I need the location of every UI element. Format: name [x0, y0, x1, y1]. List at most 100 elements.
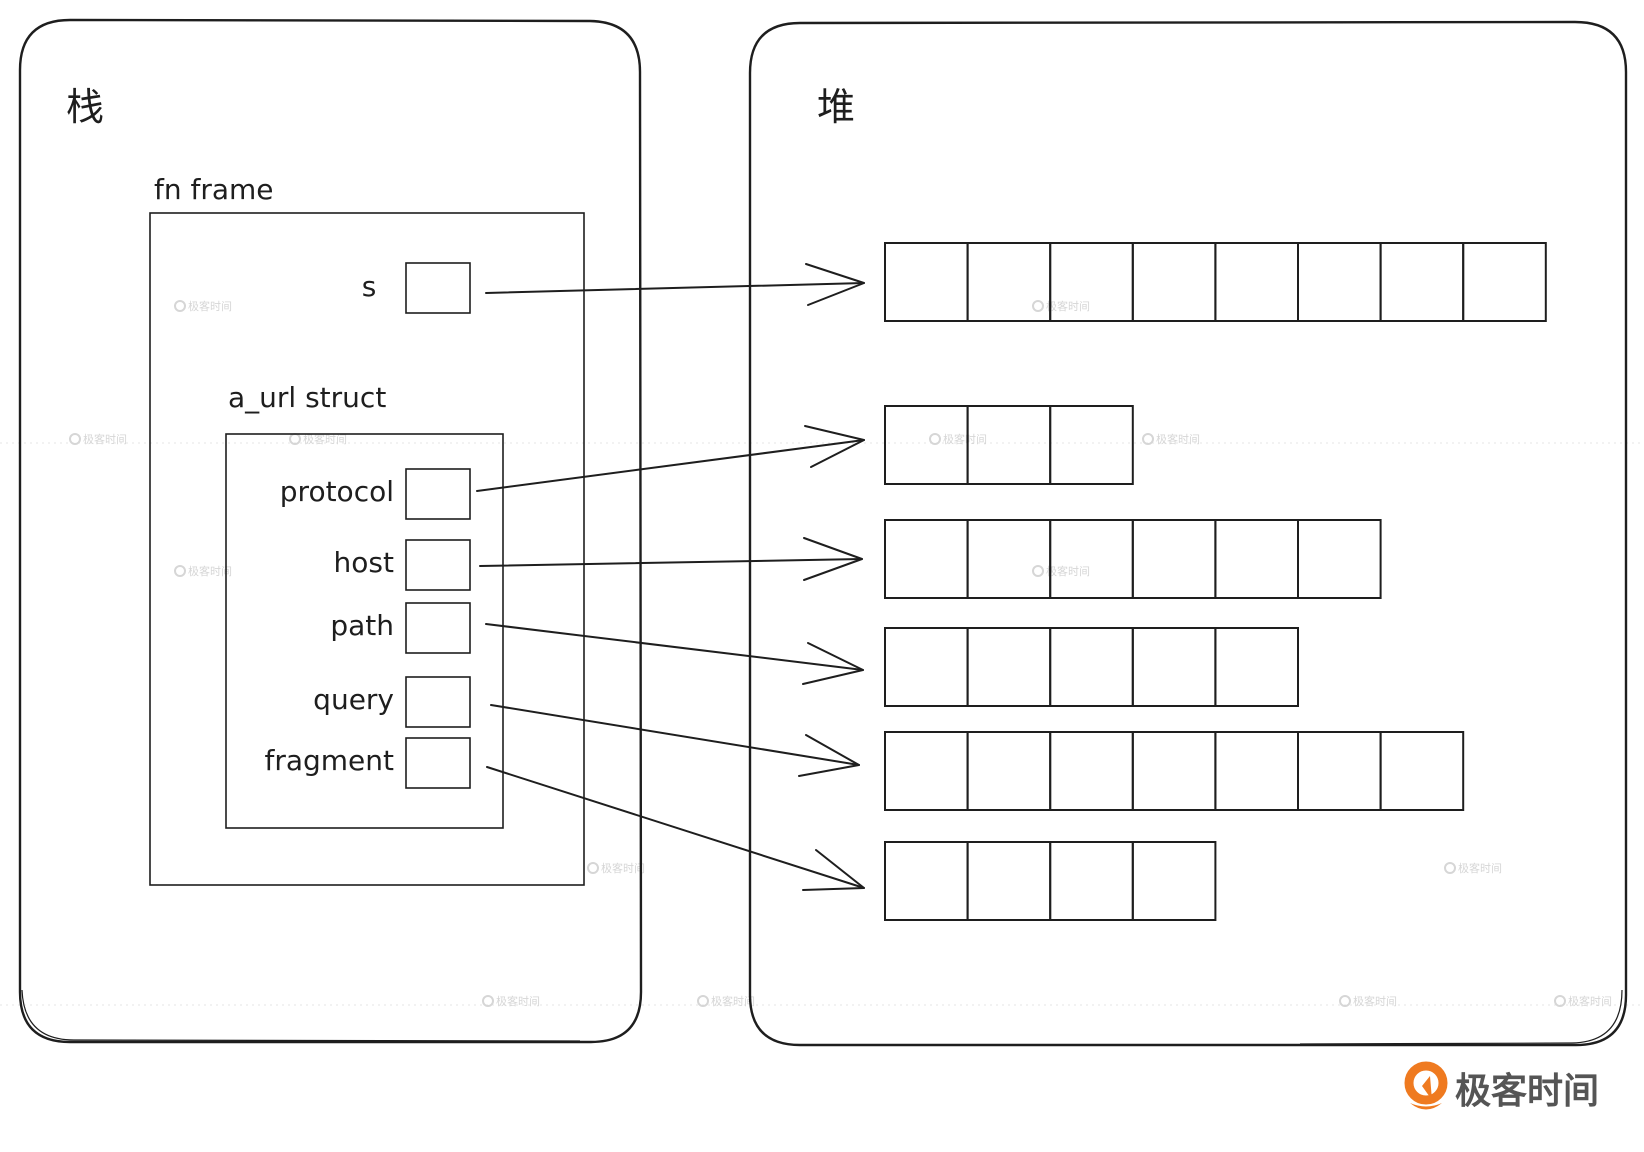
watermark: 极客时间	[69, 432, 127, 446]
watermark-text: 极客时间	[83, 432, 127, 446]
field-query-label: query	[313, 683, 394, 716]
watermark-text: 极客时间	[188, 564, 232, 578]
watermark-logo-icon	[1142, 433, 1154, 445]
watermark-logo-icon	[929, 433, 941, 445]
heap-border	[748, 20, 1628, 1047]
arrow-shaft	[479, 558, 863, 567]
heap-cell	[1462, 242, 1547, 322]
watermark: 极客时间	[929, 432, 987, 446]
watermark-logo-icon	[1032, 300, 1044, 312]
heap-cell	[966, 627, 1052, 707]
field-host-label: host	[334, 546, 394, 579]
a-url-struct-box	[225, 433, 504, 829]
heap-cell	[884, 519, 969, 599]
watermark-text: 极客时间	[1353, 994, 1397, 1008]
heap-cell	[1049, 405, 1134, 485]
heap-cell	[1297, 731, 1382, 811]
brand-logo-text: 极客时间	[1455, 1071, 1599, 1112]
field-path-slot	[405, 602, 471, 654]
heap-cell	[1131, 731, 1217, 811]
heap-cell	[1297, 519, 1382, 599]
pointer-arrow-host	[479, 537, 863, 581]
watermark: 极客时间	[482, 994, 540, 1008]
heap-cell	[1131, 519, 1217, 599]
watermark-logo-icon	[1554, 995, 1566, 1007]
heap-cell	[1049, 841, 1134, 921]
pointer-arrow-s	[485, 263, 865, 306]
heap-cell	[1214, 242, 1300, 322]
heap-buffer-query	[884, 731, 1465, 811]
field-query-slot	[405, 676, 471, 728]
watermark-logo-icon	[174, 300, 186, 312]
stack-border	[18, 18, 643, 1044]
field-host-slot	[405, 539, 471, 591]
watermark-layer: 极客时间极客时间极客时间极客时间极客时间极客时间极客时间极客时间极客时间极客时间…	[0, 299, 1644, 1008]
heap-cell	[884, 627, 969, 707]
arrow-head	[802, 642, 864, 685]
heap-cell	[1131, 242, 1217, 322]
fn-frame-label: fn frame	[154, 173, 274, 206]
arrow-head	[804, 425, 865, 468]
field-fragment-label: fragment	[264, 744, 394, 777]
watermark-logo-icon	[697, 995, 709, 1007]
watermark-logo-icon	[174, 565, 186, 577]
watermark-logo-icon	[482, 995, 494, 1007]
watermark: 极客时间	[697, 994, 755, 1008]
heap-cell	[1379, 731, 1465, 811]
stack-border-sketch	[21, 989, 581, 1042]
heap-buffers	[884, 242, 1547, 921]
watermark-text: 极客时间	[303, 432, 347, 446]
variable-s-label: s	[362, 270, 377, 303]
heap-buffer-protocol	[884, 405, 1134, 485]
field-protocol-slot	[405, 468, 471, 520]
arrow-shaft	[486, 766, 865, 889]
watermark: 极客时间	[1142, 432, 1200, 446]
watermark-text: 极客时间	[496, 994, 540, 1008]
watermark-text: 极客时间	[943, 432, 987, 446]
arrow-head	[798, 734, 860, 777]
arrow-shaft	[485, 282, 865, 294]
heap-cell	[884, 731, 969, 811]
brand-logo-icon	[1404, 1061, 1448, 1110]
watermark-text: 极客时间	[1046, 299, 1090, 313]
watermark-text: 极客时间	[1046, 564, 1090, 578]
field-fragment-slot	[405, 737, 471, 789]
heap-cell	[1214, 519, 1300, 599]
arrow-shaft	[476, 439, 865, 492]
field-path-label: path	[330, 609, 394, 642]
fn-frame-box	[149, 212, 585, 886]
watermark-text: 极客时间	[711, 994, 755, 1008]
stack-region: 栈 fn frame s a_url struct protocolhostpa…	[18, 18, 643, 1044]
heap-cell	[1049, 731, 1134, 811]
watermark: 极客时间	[587, 861, 645, 875]
heap-buffer-fragment	[884, 841, 1217, 921]
arrow-head	[803, 537, 863, 581]
heap-buffer-host	[884, 519, 1382, 599]
heap-cell	[966, 841, 1052, 921]
heap-cell	[966, 731, 1052, 811]
watermark-text: 极客时间	[1568, 994, 1612, 1008]
heap-cell	[1131, 627, 1217, 707]
heap-title: 堆	[817, 85, 855, 129]
heap-cell	[966, 242, 1052, 322]
pointer-arrow-protocol	[476, 425, 865, 492]
heap-cell	[1049, 627, 1134, 707]
pointer-arrow-fragment	[486, 766, 865, 891]
heap-buffer-s	[884, 242, 1547, 322]
watermark-text: 极客时间	[601, 861, 645, 875]
watermark-logo-icon	[1032, 565, 1044, 577]
watermark-text: 极客时间	[1458, 861, 1502, 875]
heap-cell	[1131, 841, 1217, 921]
watermark: 极客时间	[1554, 994, 1612, 1008]
field-protocol-label: protocol	[280, 475, 394, 508]
pointer-arrow-path	[485, 623, 864, 685]
watermark-logo-icon	[587, 862, 599, 874]
pointer-arrow-query	[490, 704, 860, 777]
arrow-shaft	[485, 623, 864, 671]
watermark-text: 极客时间	[188, 299, 232, 313]
heap-cell	[884, 242, 969, 322]
a-url-struct-label: a_url struct	[228, 381, 386, 414]
watermark: 极客时间	[174, 564, 232, 578]
heap-cell	[884, 841, 969, 921]
